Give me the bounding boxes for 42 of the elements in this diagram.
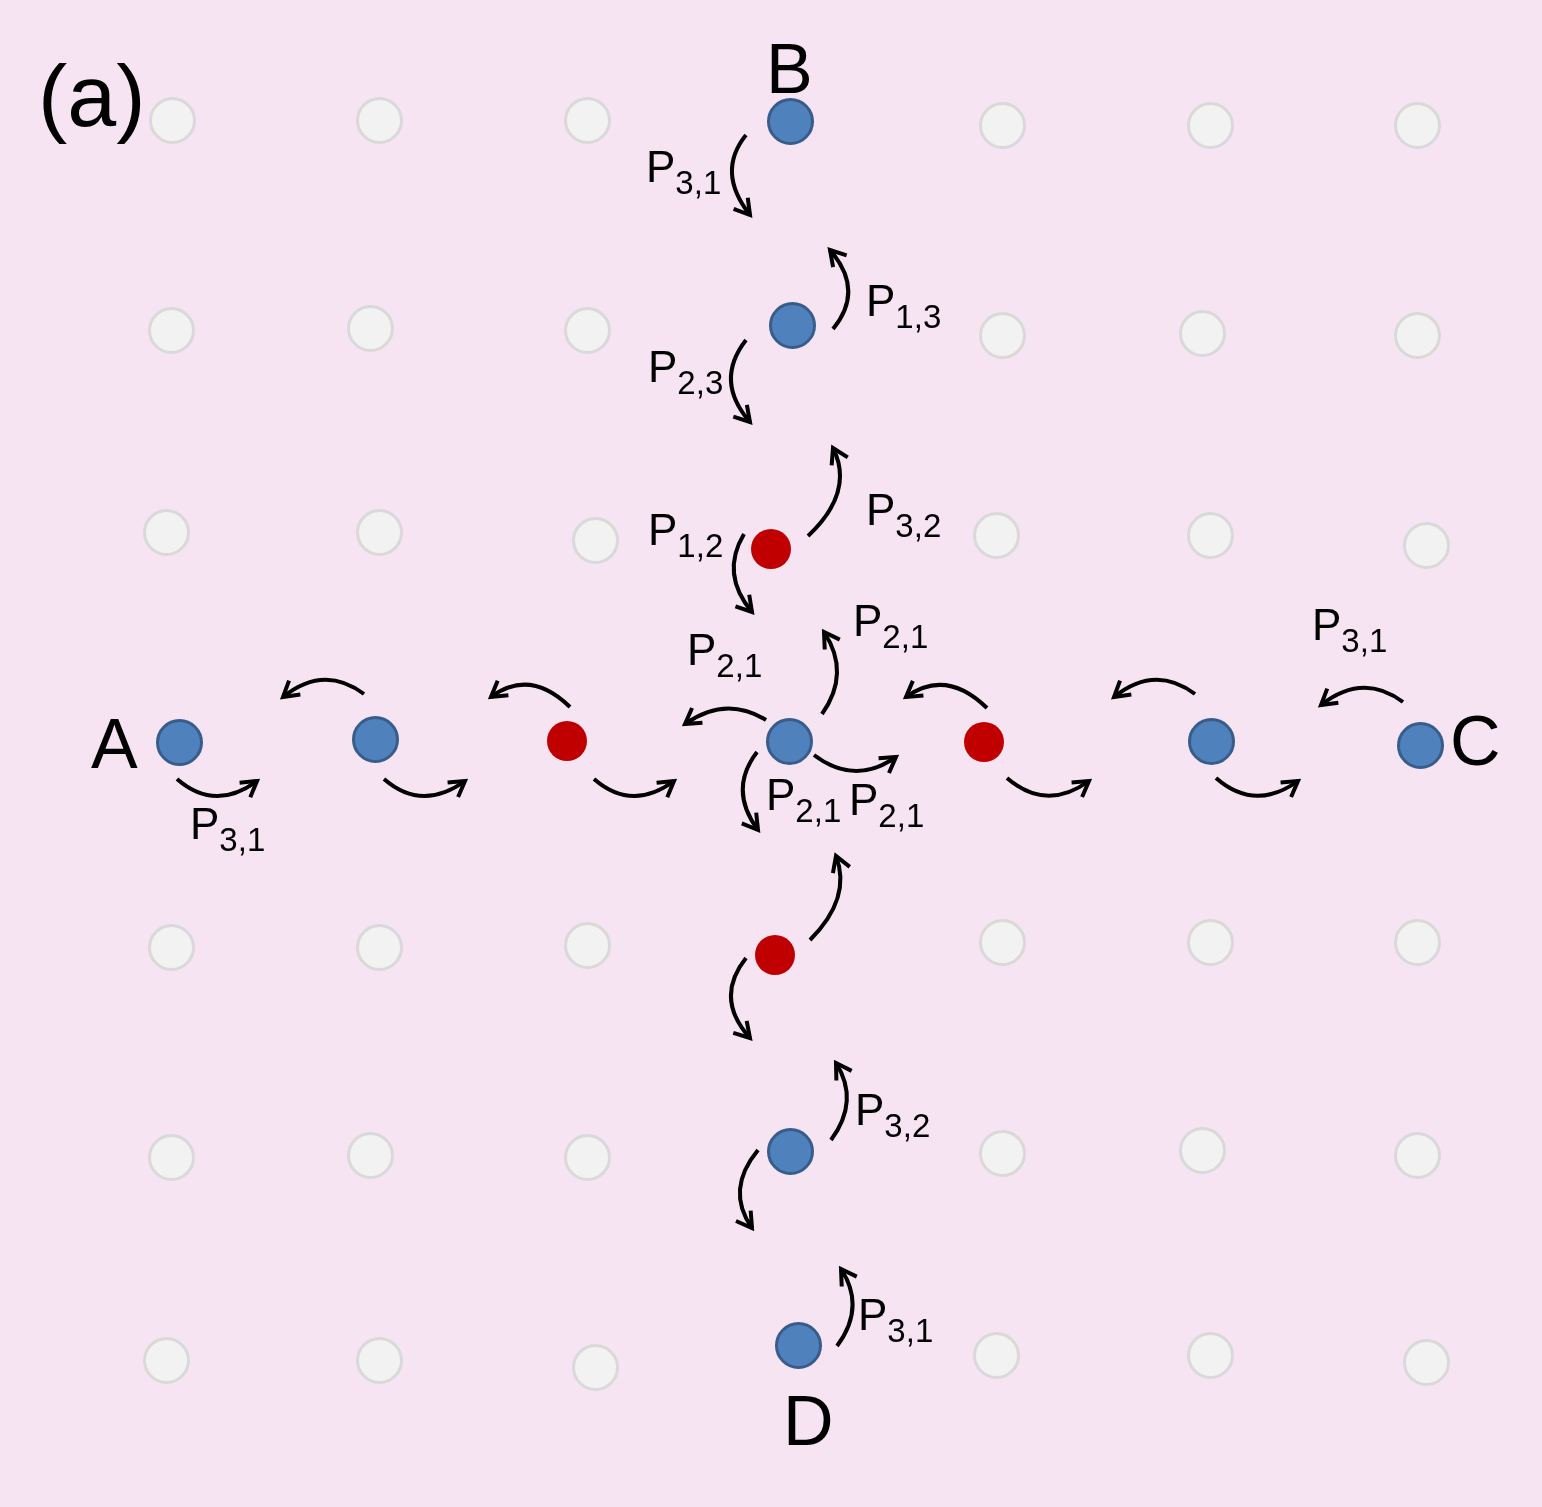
edge-label: P$_{3,1}$ [858, 1293, 934, 1349]
curved-arrow [1112, 677, 1197, 699]
point-label: D [783, 1395, 834, 1448]
curved-arrow [592, 777, 676, 799]
edge-label: P$_{3,1}$ [646, 145, 722, 201]
curved-arrow [1214, 776, 1300, 799]
edge-label: P$_{2,1}$ [853, 599, 929, 655]
edge-label: P$_{2,3}$ [648, 345, 724, 401]
curved-arrow [904, 679, 989, 710]
curved-arrow [731, 533, 754, 614]
curved-arrow [808, 854, 852, 942]
curved-arrow [740, 750, 760, 832]
edge-label: P$_{2,1}$ [687, 628, 763, 684]
curved-arrow [835, 1267, 859, 1348]
curved-arrow [812, 753, 898, 775]
edge-label: P$_{3,2}$ [866, 488, 942, 544]
edge-label: P$_{2,1}$ [849, 778, 925, 834]
curved-arrow [281, 677, 366, 699]
curved-arrow [806, 446, 850, 538]
curved-arrow [820, 630, 842, 716]
edge-label: P$_{1,3}$ [866, 279, 942, 335]
curved-arrow [734, 1148, 760, 1230]
edge-label: P$_{2,1}$ [766, 773, 842, 829]
edge-label: P$_{3,2}$ [855, 1088, 931, 1144]
curved-arrow [382, 777, 467, 799]
curved-arrow [1005, 776, 1091, 799]
edge-label: P$_{3,1}$ [1312, 603, 1388, 659]
panel-label: (a) [38, 45, 146, 147]
point-label: C [1450, 715, 1501, 768]
curved-arrow [1319, 685, 1405, 707]
curved-arrow [729, 338, 752, 424]
point-label: A [91, 718, 138, 771]
curved-arrow [489, 679, 572, 709]
curved-arrow [683, 706, 767, 726]
edge-label: P$_{1,2}$ [648, 508, 724, 564]
curved-arrow [729, 956, 752, 1040]
curved-arrow [175, 777, 259, 799]
edge-label: P$_{3,1}$ [190, 802, 266, 858]
point-label: B [766, 43, 813, 96]
curved-arrow [829, 1061, 854, 1142]
curved-arrow [828, 248, 851, 331]
curved-arrow [730, 133, 752, 217]
